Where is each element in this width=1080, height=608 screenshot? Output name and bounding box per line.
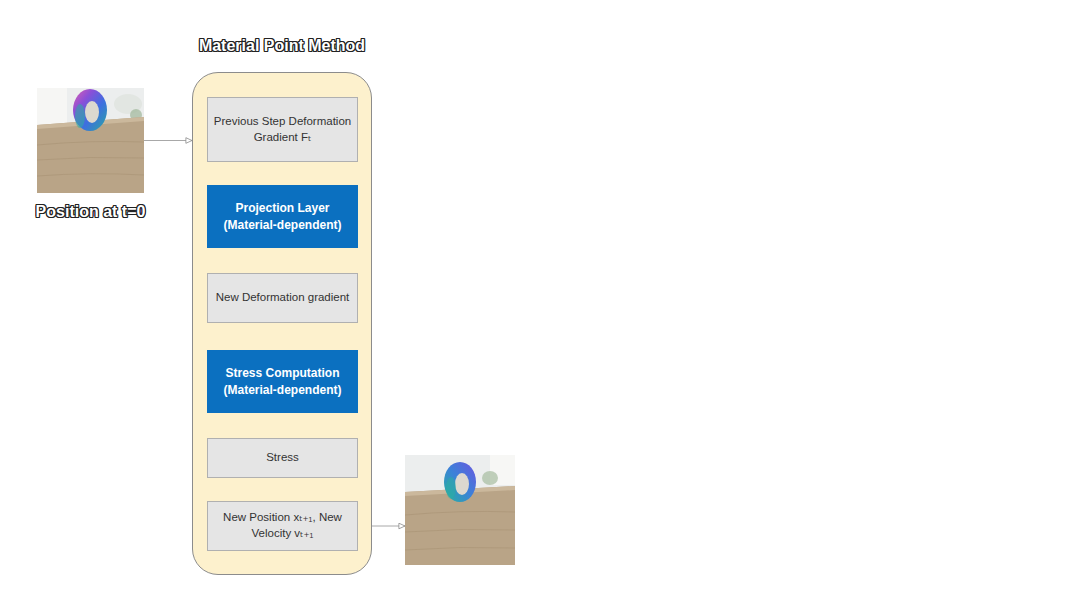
box-label: New Deformation gradient bbox=[216, 290, 350, 306]
material-box: Stress Computation (Material-dependent) bbox=[207, 350, 358, 413]
material-box: Projection Layer (Material-dependent) bbox=[207, 185, 358, 248]
photo-start bbox=[37, 88, 144, 193]
box-label: Stress Computation (Material-dependent) bbox=[212, 365, 353, 397]
box-label: New Position xₜ₊₁, New Velocity vₜ₊₁ bbox=[212, 510, 353, 541]
process-box: Previous Step Deformation Gradient Fₜ bbox=[207, 97, 358, 162]
diagram-title: Material Point Method bbox=[153, 37, 411, 55]
box-label: Previous Step Deformation Gradient Fₜ bbox=[212, 114, 353, 145]
photo-end bbox=[405, 455, 515, 565]
process-box: New Deformation gradient bbox=[207, 273, 358, 323]
box-label: Stress bbox=[266, 450, 299, 466]
photo-frame: Position at t=0 bbox=[37, 88, 144, 193]
photo-frame bbox=[405, 455, 515, 565]
process-box: Stress bbox=[207, 438, 358, 478]
flow-arrow bbox=[144, 140, 192, 141]
box-label: Projection Layer (Material-dependent) bbox=[212, 200, 353, 232]
photo-caption: Position at t=0 bbox=[0, 203, 184, 221]
process-box: New Position xₜ₊₁, New Velocity vₜ₊₁ bbox=[207, 501, 358, 551]
method-container: Material Point MethodPrevious Step Defor… bbox=[192, 72, 372, 575]
